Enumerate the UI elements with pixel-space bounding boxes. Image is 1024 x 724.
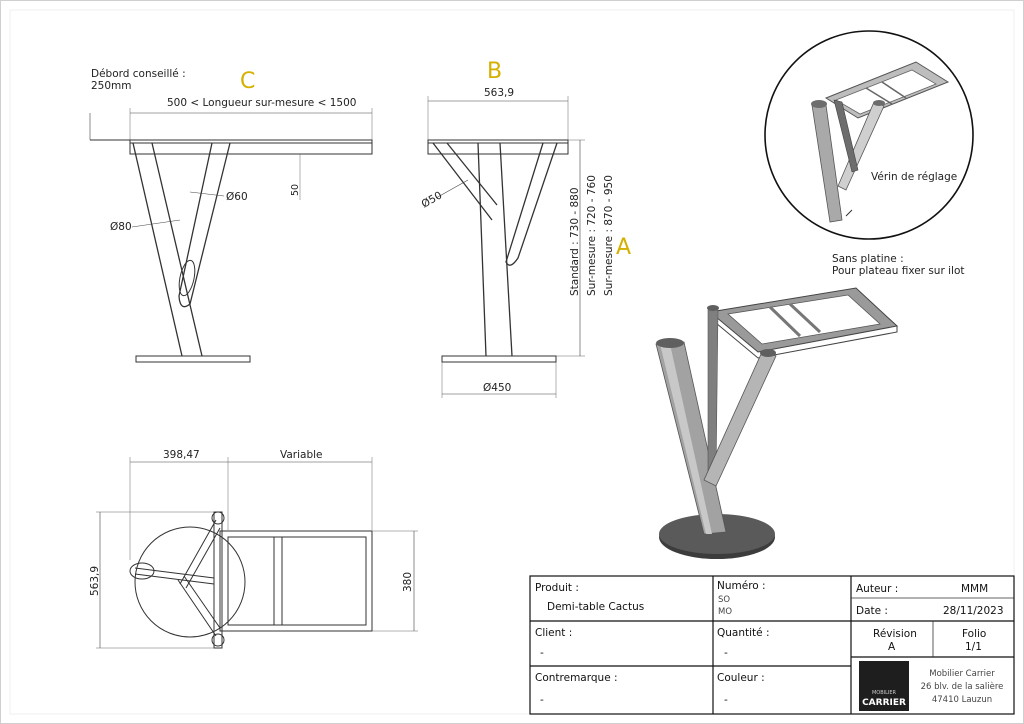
top-dim-left: 398,47 [163, 449, 200, 461]
quantite-value: - [724, 647, 728, 659]
view-b-letter: B [487, 59, 502, 84]
debord-title: Débord conseillé : [91, 68, 186, 80]
detail-main-leg [811, 104, 843, 223]
view-b-base-dia: Ø450 [483, 382, 511, 394]
view-c-main-leg [132, 142, 203, 357]
company-name: Mobilier Carrier [929, 669, 995, 679]
numero-so: SO [718, 595, 730, 605]
quantite-label: Quantité : [717, 627, 770, 639]
folio-label: Folio [962, 628, 986, 640]
title-block: Produit : Demi-table Cactus Numéro : SO … [529, 575, 1015, 715]
view-b-right-brace [505, 142, 558, 266]
top-dim-height: 563,9 [89, 566, 101, 596]
top-leg-1 [134, 567, 215, 585]
logo-big-text: CARRIER [862, 698, 906, 708]
iso-note-1: Sans platine : [832, 253, 904, 265]
top-leg-2 [179, 519, 221, 589]
auteur-value: MMM [961, 583, 988, 595]
view-b-center-leg [477, 142, 513, 357]
view-c-base-plate [135, 355, 251, 363]
date-value: 28/11/2023 [943, 605, 1004, 617]
detail-circle: Vérin de réglage [764, 30, 974, 240]
view-b-width: 563,9 [484, 87, 514, 99]
contremarque-value: - [540, 694, 544, 706]
view-c-dia-80: Ø80 [110, 221, 132, 233]
view-a-letter: A [616, 235, 631, 260]
length-label: 500 < Longueur sur-mesure < 1500 [167, 97, 356, 109]
date-label: Date : [856, 605, 888, 617]
top-dim-depth: 380 [402, 572, 414, 592]
numero-label: Numéro : [717, 580, 766, 592]
view-b-left-brace [432, 142, 498, 221]
view-c: C Débord conseillé : 250mm 500 < Longueu… [89, 68, 373, 363]
view-b: B 563,9 Ø50 Ø450 [420, 59, 569, 398]
view-b-dia-50: Ø50 [420, 189, 445, 210]
logo-small-text: MOBILIER [872, 690, 897, 696]
top-frame [219, 530, 373, 632]
view-c-dia-60: Ø60 [226, 191, 248, 203]
auteur-label: Auteur : [856, 583, 898, 595]
view-c-brace [178, 142, 231, 308]
contremarque-label: Contremarque : [535, 672, 618, 684]
couleur-value: - [724, 694, 728, 706]
folio-value: 1/1 [965, 641, 982, 653]
debord-value: 250mm [91, 80, 132, 92]
company-logo [859, 661, 909, 711]
revision-label: Révision [873, 628, 917, 640]
client-value: - [540, 647, 544, 659]
revision-value: A [888, 641, 896, 653]
iso-view [655, 287, 899, 559]
thickness-label: 50 [290, 184, 301, 196]
produit-label: Produit : [535, 582, 579, 594]
company-addr1: 26 blv. de la salière [921, 681, 1004, 692]
client-label: Client : [535, 627, 572, 639]
top-leg-end [129, 562, 155, 580]
inner-border [9, 9, 1015, 715]
height-surmesure-1: Sur-mesure : 720 - 760 [586, 175, 598, 296]
top-base-circle [134, 526, 246, 638]
top-view: 398,47 Variable 563,9 380 [89, 449, 418, 649]
detail-callout: Vérin de réglage [871, 171, 957, 183]
height-standard: Standard : 730 - 880 [569, 187, 581, 296]
view-b-base-plate [441, 355, 557, 363]
top-dim-variable: Variable [280, 449, 323, 461]
produit-value: Demi-table Cactus [547, 601, 644, 613]
height-surmesure-2: Sur-mesure : 870 - 950 [603, 175, 615, 296]
view-a-heights: A Standard : 730 - 880 Sur-mesure : 720 … [556, 139, 631, 357]
view-b-top-frame [427, 139, 569, 155]
company-addr2: 47410 Lauzun [932, 695, 992, 705]
view-c-letter: C [240, 69, 255, 94]
iso-note-2: Pour plateau fixer sur ilot [832, 265, 965, 277]
numero-mo: MO [718, 607, 732, 617]
couleur-label: Couleur : [717, 672, 765, 684]
view-c-top-frame [129, 139, 373, 155]
